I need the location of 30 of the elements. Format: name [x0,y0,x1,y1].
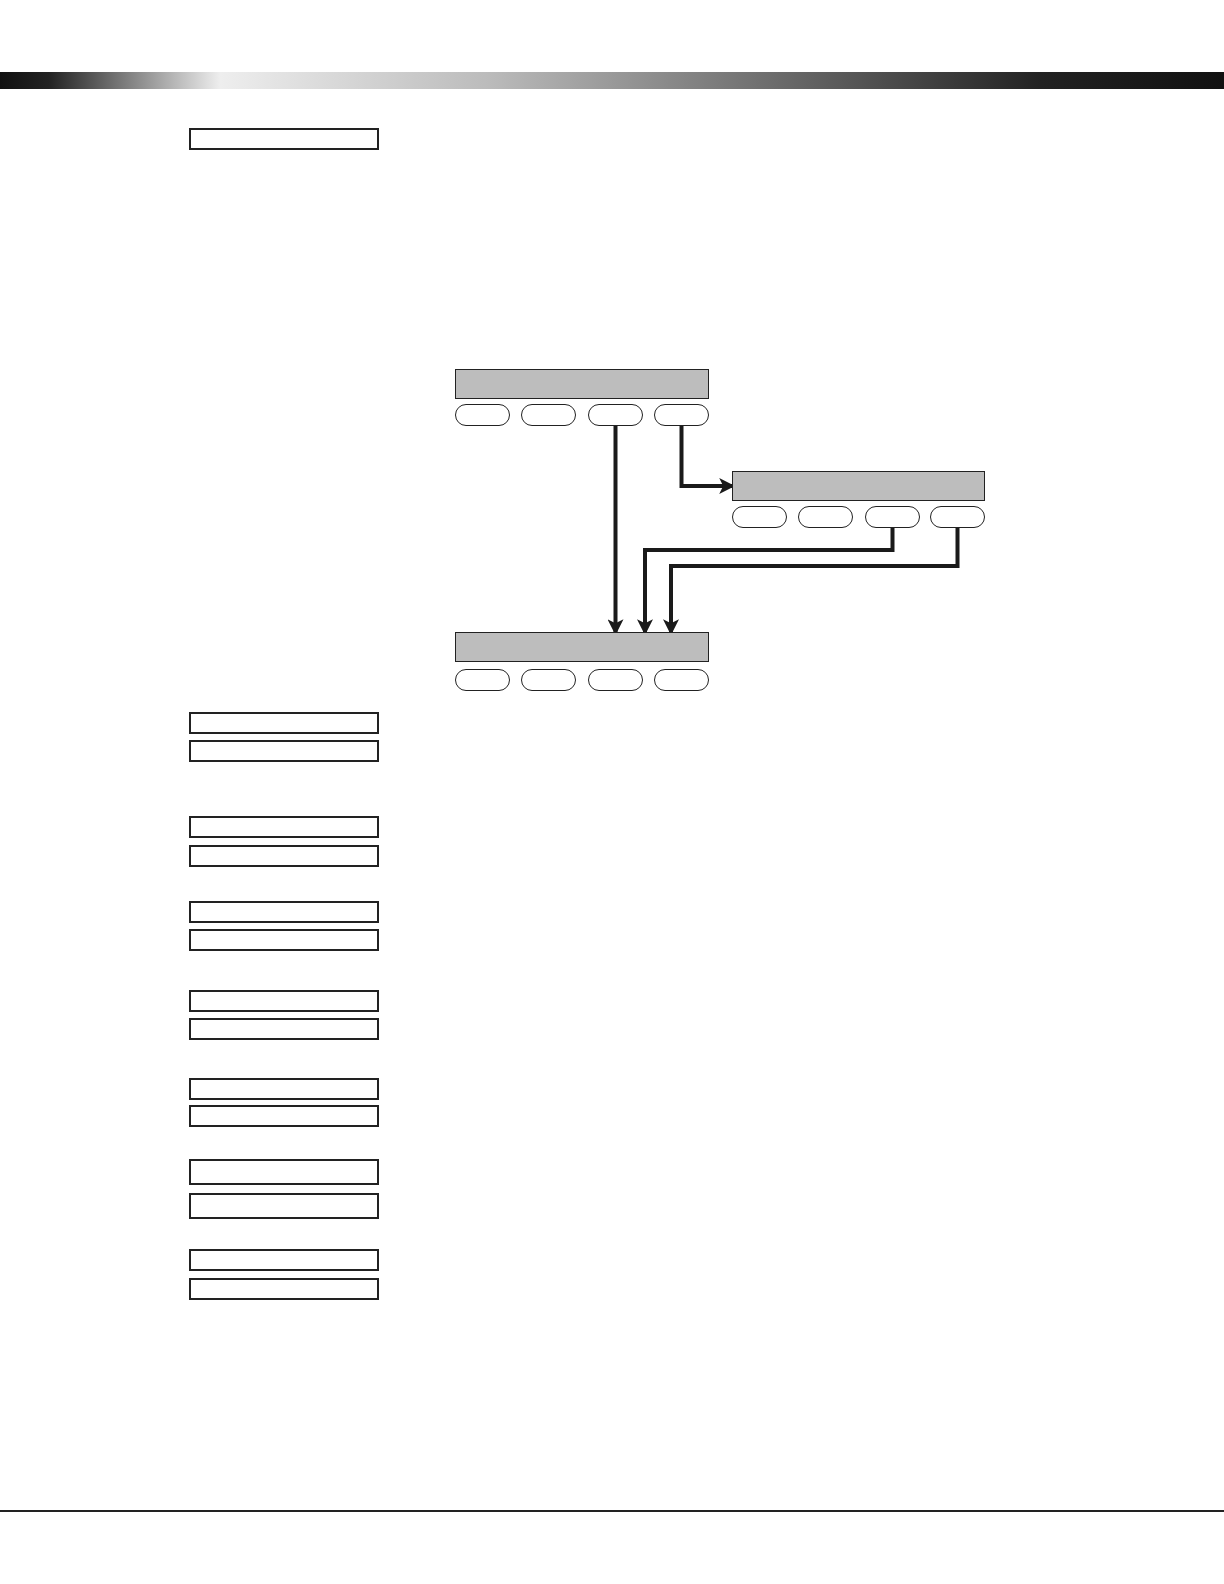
empty-box [189,740,379,762]
rounded-key [865,506,920,528]
empty-box [189,845,379,867]
empty-box [189,816,379,838]
empty-box [189,1078,379,1100]
rounded-key [588,404,643,426]
empty-box [189,1105,379,1127]
empty-box [189,990,379,1012]
display-bar [455,369,709,399]
empty-box [189,1018,379,1040]
empty-box [189,1249,379,1271]
rounded-key [930,506,985,528]
display-bar [732,471,985,501]
empty-box [189,712,379,734]
rounded-key [521,404,576,426]
rounded-key [455,669,510,691]
empty-box [189,1193,379,1219]
rounded-key [588,669,643,691]
empty-box [189,128,379,150]
rounded-key [455,404,510,426]
rounded-key [521,669,576,691]
rounded-key [654,669,709,691]
empty-box [189,929,379,951]
rounded-key [732,506,787,528]
display-bar [455,632,709,662]
empty-box [189,901,379,923]
empty-box [189,1159,379,1185]
rounded-key [654,404,709,426]
rounded-key [798,506,853,528]
empty-box [189,1278,379,1300]
